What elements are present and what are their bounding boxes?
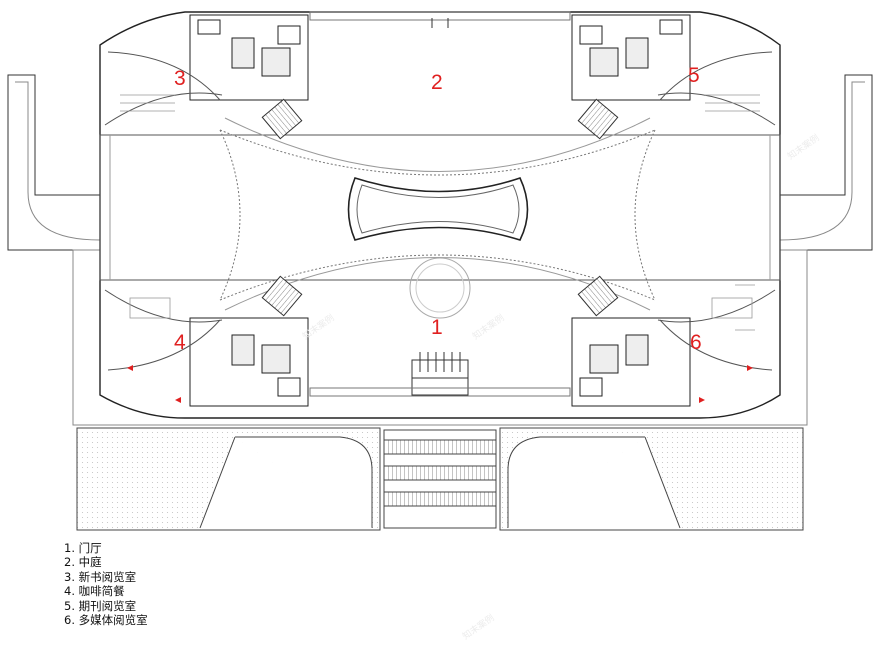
core-top-left xyxy=(189,14,309,101)
core-bottom-left xyxy=(189,317,309,407)
central-hall xyxy=(99,134,781,281)
stair-br xyxy=(577,275,619,317)
left-wing xyxy=(7,74,101,251)
stair-tr xyxy=(577,98,619,140)
core-top-right xyxy=(571,14,691,101)
room-number-3: 3 xyxy=(174,67,186,90)
right-wing xyxy=(779,74,873,251)
stair-bl xyxy=(261,275,303,317)
room-number-2: 2 xyxy=(431,71,443,94)
legend-item: 3. 新书阅览室 xyxy=(64,569,137,584)
left-wing-ramp xyxy=(15,81,101,241)
atrium-top xyxy=(219,129,656,176)
room-number-6: 6 xyxy=(690,331,702,354)
legend-item: 4. 咖啡简餐 xyxy=(64,584,125,599)
skylight xyxy=(347,177,529,241)
room-number-5: 5 xyxy=(688,64,700,87)
legend: 1. 门厅 2. 中庭 3. 新书阅览室 4. 咖啡简餐 5. 期刊阅览室 6.… xyxy=(64,541,148,627)
room-number-4: 4 xyxy=(174,331,186,354)
stair-tl xyxy=(261,98,303,140)
room-number-1: 1 xyxy=(431,316,443,339)
entrance-circle xyxy=(409,257,471,319)
legend-item: 2. 中庭 xyxy=(64,555,102,570)
right-wing-ramp xyxy=(779,81,865,241)
legend-item: 6. 多媒体阅览室 xyxy=(64,613,148,628)
legend-item: 1. 门厅 xyxy=(64,541,102,555)
watermark: 知末案例 xyxy=(461,613,497,643)
floor-plan xyxy=(7,11,873,531)
legend-item: 5. 期刊阅览室 xyxy=(64,598,137,613)
core-bottom-right xyxy=(571,317,691,407)
